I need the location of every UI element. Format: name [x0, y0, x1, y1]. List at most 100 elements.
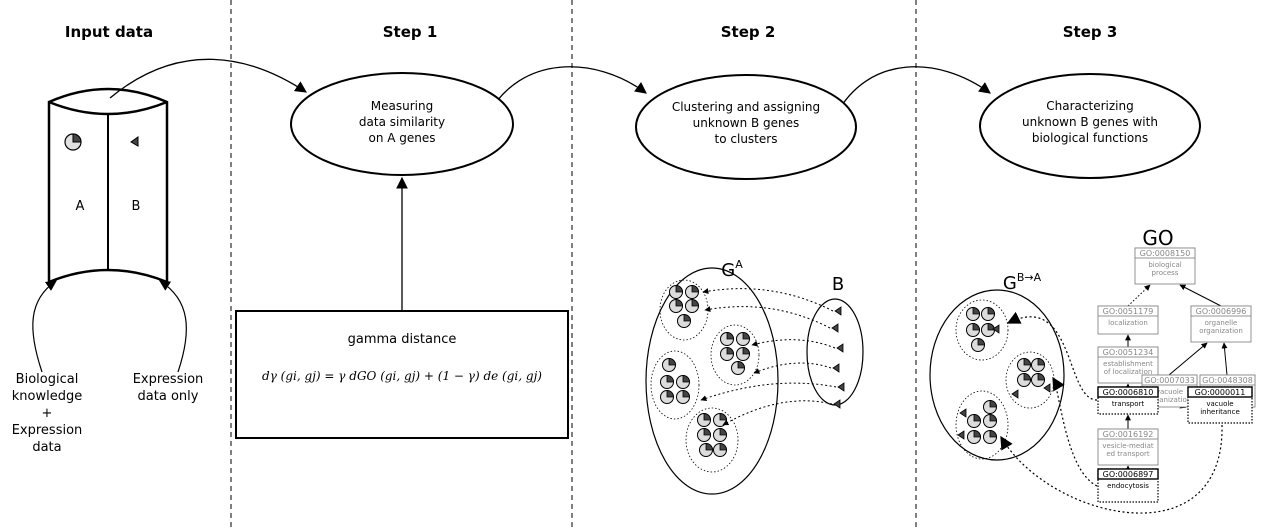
- flow-arrow-1: [109, 58, 307, 99]
- header-step-3: Step 3: [1063, 23, 1118, 41]
- gene-wedge: [959, 408, 967, 418]
- gene-pie: [983, 414, 997, 428]
- gene-pie: [981, 307, 995, 321]
- column-a-label: A: [76, 199, 85, 214]
- svg-text:Clustering and assigning: Clustering and assigning: [672, 100, 820, 114]
- gene-pie: [966, 307, 980, 321]
- go-term-id: GO:0048308: [1202, 376, 1253, 385]
- go-term-id: GO:0006897: [1103, 470, 1154, 479]
- gene-pie: [699, 443, 713, 457]
- svg-text:Biological: Biological: [16, 372, 79, 387]
- svg-text:Characterizing: Characterizing: [1046, 99, 1133, 113]
- gene-pie: [967, 430, 981, 444]
- svg-text:knowledge: knowledge: [12, 389, 82, 404]
- pie-icon: [64, 133, 82, 151]
- gene-pie: [677, 314, 691, 328]
- set-b-ellipse: [806, 298, 864, 406]
- gene-pie: [1031, 358, 1045, 372]
- dataset-shape: A B: [47, 87, 169, 284]
- gene-pie: [697, 413, 711, 427]
- cluster: [955, 299, 1009, 361]
- gene-pie: [1017, 373, 1031, 387]
- cluster: [955, 390, 1009, 460]
- go-term-id: GO:0006810: [1103, 388, 1154, 397]
- gene-pie: [669, 299, 683, 313]
- go-term-go-0006897: GO:0006897 endocytosis: [1097, 468, 1159, 503]
- svg-text:Expression: Expression: [133, 372, 204, 387]
- gene-pie: [662, 358, 676, 372]
- go-term-id: GO:0051179: [1103, 307, 1154, 316]
- set-b-label: B: [832, 274, 844, 295]
- svg-text:on A genes: on A genes: [368, 131, 435, 145]
- gene-pie: [669, 285, 683, 299]
- go-term-id: GO:0000011: [1195, 388, 1246, 397]
- arrow-knowledge: [32, 280, 57, 373]
- go-term-name: process: [1152, 269, 1179, 277]
- set-gba-label: GB→A: [1003, 271, 1042, 294]
- svg-text:to clusters: to clusters: [715, 132, 778, 146]
- cluster: [650, 350, 700, 420]
- go-title: GO: [1142, 226, 1173, 250]
- gene-pie: [983, 430, 997, 444]
- go-term-name: ed transport: [1106, 450, 1150, 458]
- gene-wedge: [837, 382, 845, 392]
- wedge-icon: [130, 136, 139, 147]
- go-term-go-0051179: GO:0051179 localization: [1097, 305, 1159, 335]
- cluster: [1005, 351, 1055, 409]
- gene-wedge: [992, 324, 1000, 334]
- go-term-name: transport: [1112, 400, 1145, 408]
- go-term-name: inheritance: [1200, 408, 1240, 416]
- gene-wedge: [832, 363, 840, 373]
- go-term-name: vacuole: [1206, 400, 1233, 408]
- gene-pie: [736, 332, 750, 346]
- step2-ellipse: [635, 74, 857, 180]
- gene-wedge: [831, 323, 839, 333]
- svg-text:data similarity: data similarity: [359, 115, 445, 129]
- svg-text:unknown B genes with: unknown B genes with: [1022, 115, 1158, 129]
- gene-pie: [676, 390, 690, 404]
- gene-pie: [713, 428, 727, 442]
- gene-pie: [1017, 358, 1031, 372]
- go-term-id: GO:0006996: [1196, 307, 1247, 316]
- gene-pie: [697, 428, 711, 442]
- gene-pie: [685, 299, 699, 313]
- step1-ellipse: [290, 72, 514, 176]
- step3-ellipse: [979, 73, 1201, 179]
- gene-pie: [660, 390, 674, 404]
- gene-pie: [731, 361, 745, 375]
- gamma-distance-box: [235, 310, 569, 439]
- svg-text:biological functions: biological functions: [1032, 131, 1148, 145]
- go-term-name: localization: [1108, 319, 1148, 327]
- gene-pie: [713, 443, 727, 457]
- header-step-1: Step 1: [383, 23, 438, 41]
- gene-wedge: [1011, 389, 1019, 399]
- svg-text:data only: data only: [138, 389, 199, 404]
- flow-arrow-3: [835, 66, 991, 116]
- step2-ellipse-text: Clustering and assigning unknown B genes…: [672, 100, 820, 146]
- gene-pie: [1031, 373, 1045, 387]
- gene-wedge: [833, 399, 841, 409]
- step3-ellipse-text: Characterizing unknown B genes with biol…: [1022, 99, 1158, 145]
- set-ga-label: GA: [721, 258, 743, 281]
- label-left: Biological knowledge + Expression data: [12, 372, 83, 455]
- cluster: [710, 324, 760, 386]
- svg-text:unknown B genes: unknown B genes: [693, 116, 800, 130]
- go-tree: GO:0008150biologicalprocessGO:0051179loc…: [1097, 247, 1256, 503]
- go-term-go-0006810: GO:0006810 transport: [1097, 386, 1159, 415]
- svg-text:data: data: [32, 440, 61, 455]
- ga-clusters: [650, 279, 760, 473]
- gene-wedge: [834, 306, 842, 316]
- step1-ellipse-text: Measuring data similarity on A genes: [359, 99, 445, 145]
- gene-pie: [983, 400, 997, 414]
- arrow-expression: [159, 280, 187, 373]
- gene-pie: [981, 323, 995, 337]
- header-input-data: Input data: [65, 23, 153, 41]
- b-genes: [831, 306, 845, 409]
- go-term-name: endocytosis: [1107, 482, 1149, 490]
- gene-pie: [713, 413, 727, 427]
- go-term-id: GO:0008150: [1140, 249, 1191, 258]
- go-term-name: vesicle-mediat: [1102, 442, 1153, 450]
- gene-pie: [971, 338, 985, 352]
